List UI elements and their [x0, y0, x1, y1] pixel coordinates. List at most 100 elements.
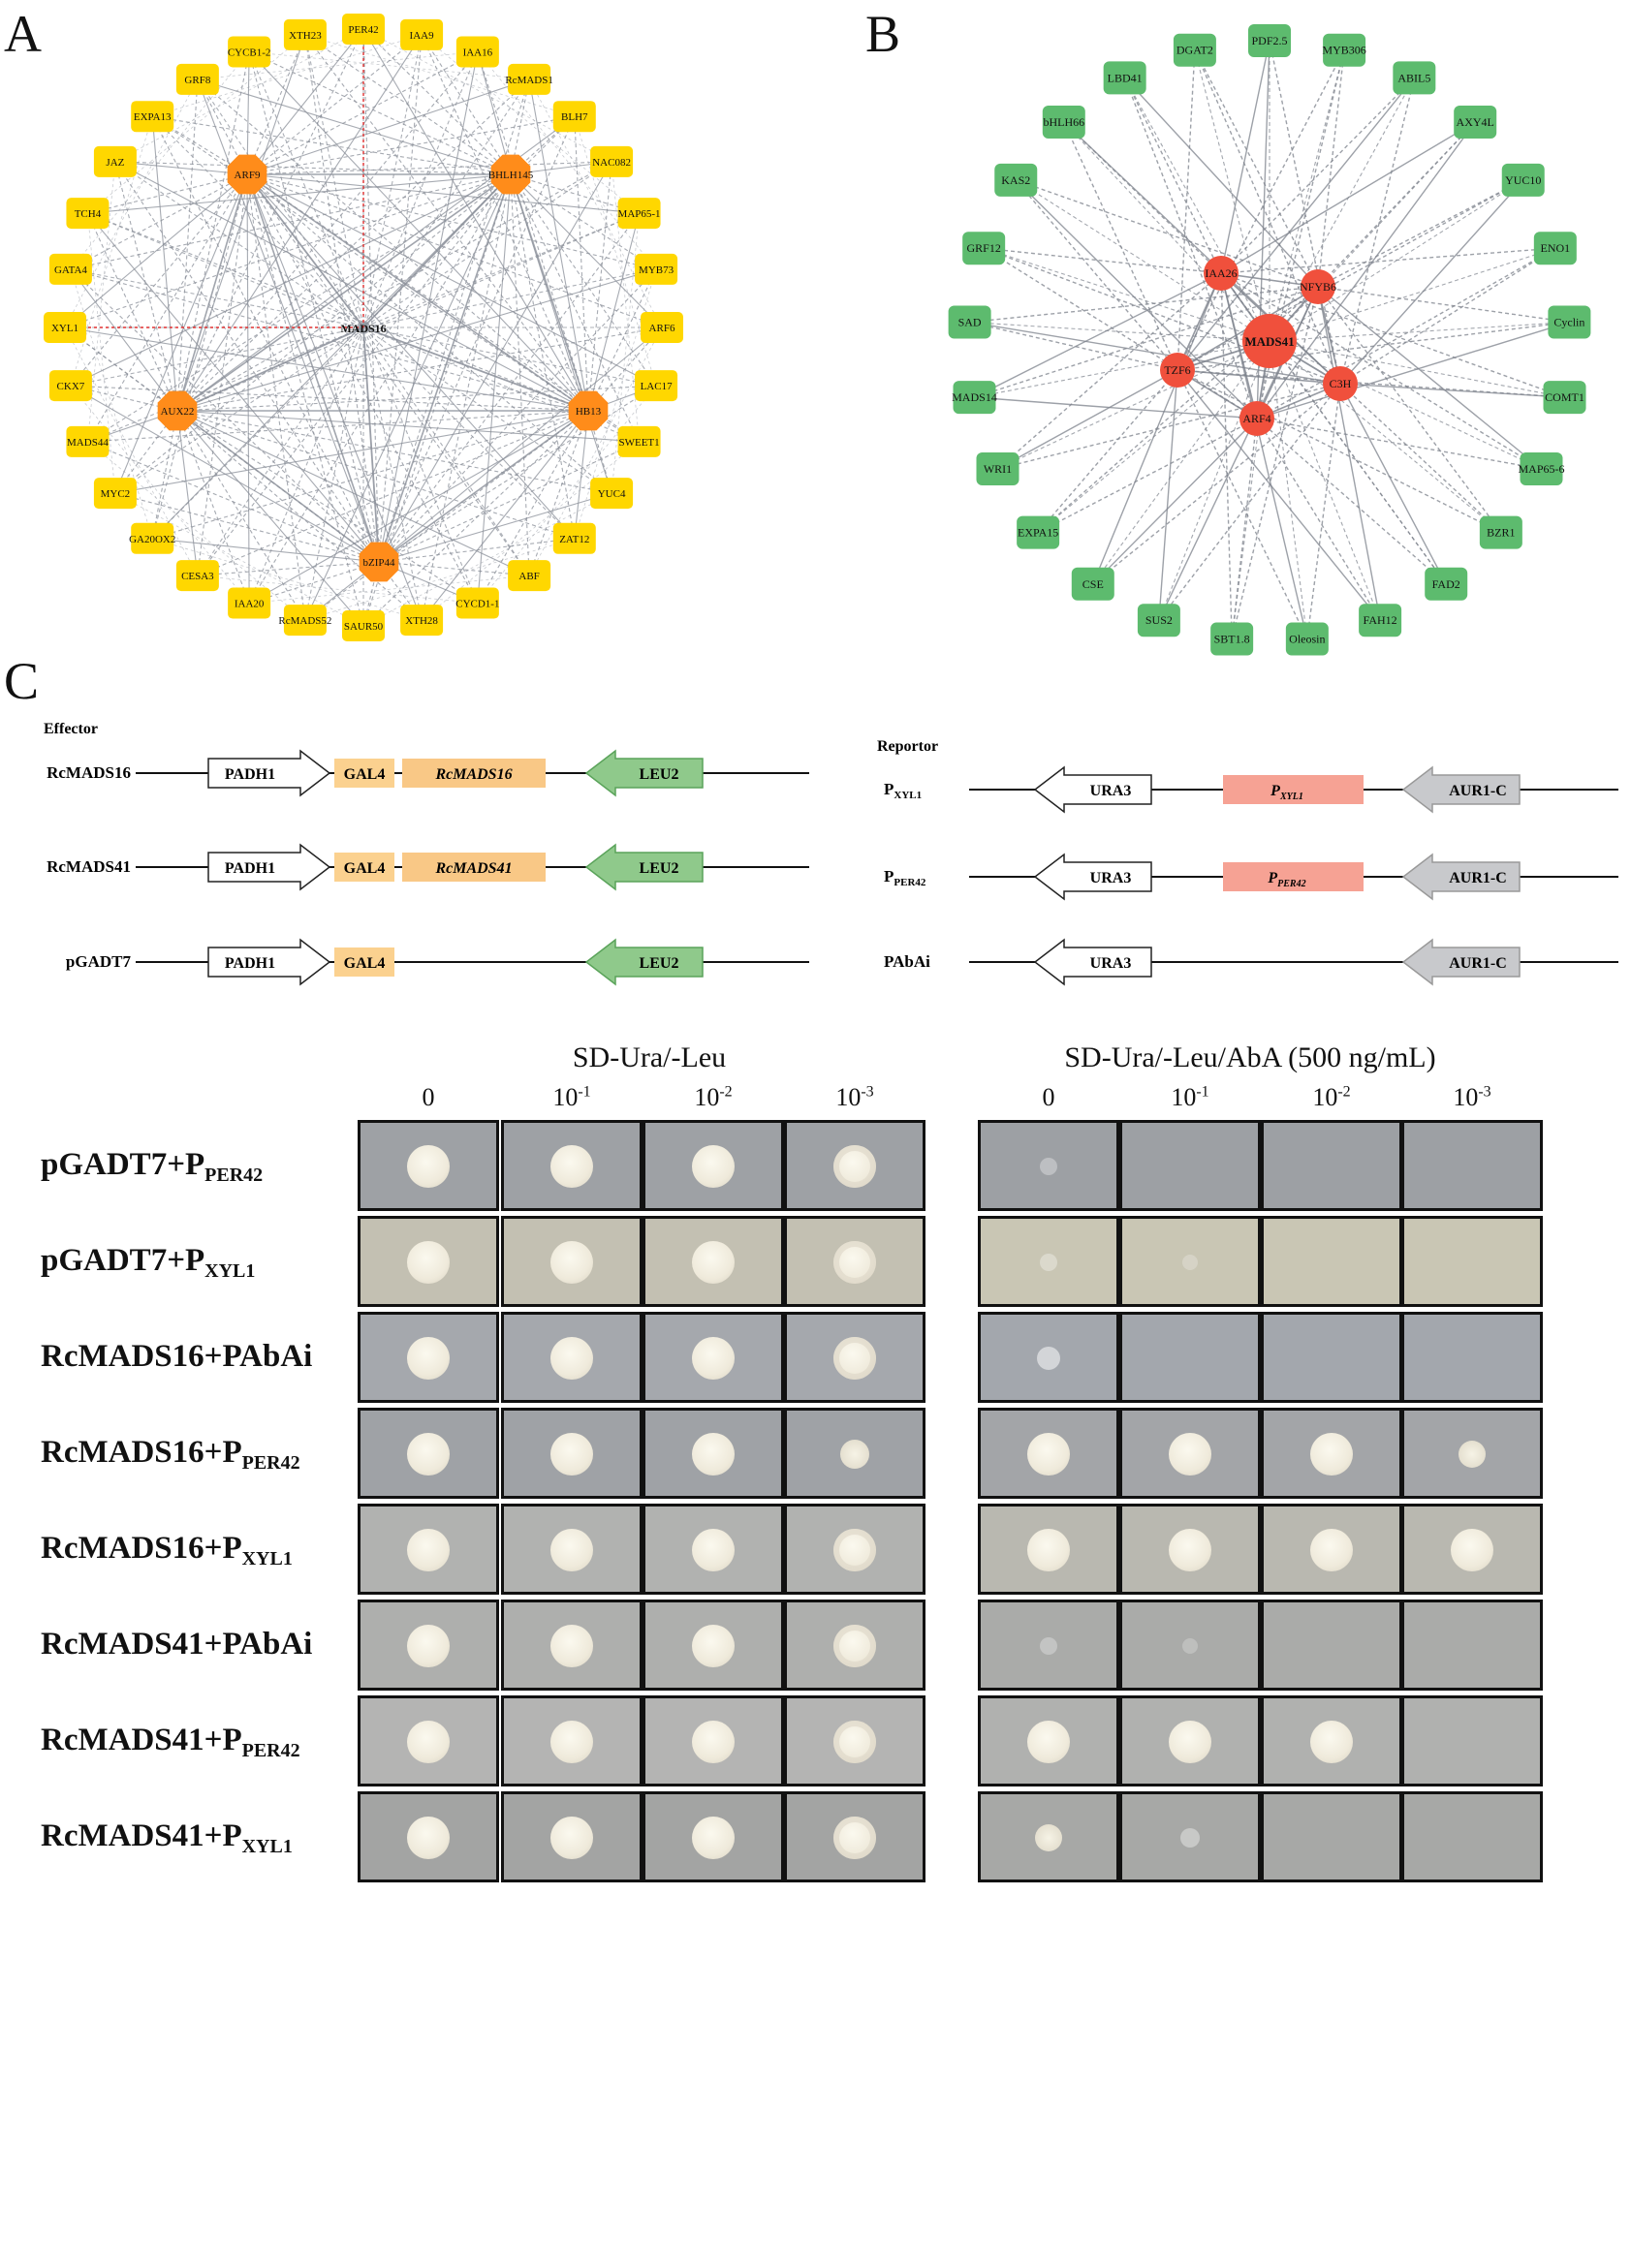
- network-edge: [246, 173, 364, 627]
- node-bhlh66: bHLH66: [1042, 106, 1085, 140]
- network-edge: [248, 410, 589, 605]
- node-label: MADS16: [340, 322, 386, 335]
- network-edge: [197, 173, 512, 576]
- yeast-colony: [692, 1145, 735, 1188]
- dilution-label: 0: [1042, 1083, 1055, 1111]
- network-edge: [246, 34, 306, 175]
- network-edge: [528, 326, 663, 576]
- network-edge: [378, 212, 640, 563]
- construct-name: PPER42: [884, 867, 926, 888]
- network-edge: [1124, 78, 1270, 342]
- node-shape: [1210, 622, 1254, 656]
- node-label: SWEET1: [618, 437, 659, 449]
- node-expa15: EXPA15: [1017, 515, 1060, 549]
- node-label: PDF2.5: [1251, 34, 1287, 47]
- network-edge: [1317, 286, 1542, 470]
- hub-node-arf9: ARF9: [227, 154, 267, 195]
- network-edge: [1037, 286, 1319, 534]
- network-edge: [1256, 418, 1447, 585]
- plate-cell: [1261, 1504, 1402, 1595]
- plate-cell: [784, 1791, 925, 1882]
- hub-edge: [246, 173, 589, 412]
- gal4-label: GAL4: [344, 955, 386, 972]
- node-label: DGAT2: [1176, 44, 1213, 57]
- node-grf8: GRF8: [175, 63, 219, 95]
- network-edge: [246, 173, 306, 621]
- node-label: MADS14: [952, 390, 997, 404]
- node-label: BLH7: [561, 111, 588, 123]
- yeast-colony: [550, 1721, 593, 1763]
- condition-label-left: SD-Ura/-Leu: [572, 1041, 727, 1073]
- network-edge: [70, 268, 589, 412]
- network-edge: [152, 538, 423, 621]
- node-iaa9: IAA9: [400, 18, 444, 50]
- node-label: TZF6: [1164, 363, 1190, 377]
- node-shape: [342, 14, 385, 45]
- network-edge: [1176, 369, 1308, 639]
- network-edge: [246, 173, 657, 387]
- network-edge: [969, 321, 1270, 342]
- hub-edge: [1176, 369, 1341, 385]
- network-edge: [248, 51, 589, 412]
- node-label: XYL1: [51, 323, 78, 334]
- node-label: KAS2: [1001, 173, 1030, 187]
- network-edge: [1317, 49, 1345, 288]
- node-label: EXPA13: [134, 111, 172, 123]
- network-edge: [1220, 272, 1542, 470]
- network-edge: [510, 173, 663, 328]
- network-edge: [1269, 78, 1415, 342]
- row-label: RcMADS16+PXYL1: [41, 1531, 293, 1569]
- plate-cell: [643, 1216, 784, 1307]
- node-shape: [228, 587, 271, 619]
- node-shape: [1359, 604, 1402, 637]
- yeast-colony: [407, 1529, 450, 1571]
- network-edge: [362, 326, 423, 621]
- plate-cell: [643, 1504, 784, 1595]
- node-fah12: FAH12: [1359, 604, 1402, 637]
- network-edge: [1220, 77, 1415, 274]
- network-edge: [983, 247, 1341, 385]
- network-edge: [974, 340, 1270, 398]
- network-edge: [1063, 121, 1178, 371]
- plate-cell: [1261, 1408, 1402, 1499]
- yeast-colony: [692, 1529, 735, 1571]
- row-label: RcMADS41+PPER42: [41, 1723, 300, 1761]
- node-shape: [590, 478, 634, 510]
- node-fad2: FAD2: [1425, 567, 1468, 601]
- network-edge: [362, 28, 589, 412]
- network-edge: [152, 538, 380, 563]
- node-expa13: EXPA13: [131, 101, 174, 133]
- network-edge: [249, 575, 530, 604]
- plate-cell: [978, 1600, 1119, 1691]
- node-shape: [617, 198, 661, 230]
- yeast-colony: [407, 1337, 450, 1380]
- ura3-label: URA3: [1090, 955, 1132, 972]
- node-label: Oleosin: [1289, 633, 1325, 646]
- network-edge: [362, 173, 512, 627]
- network-edge: [1339, 179, 1524, 385]
- plate-cell: [1401, 1312, 1543, 1403]
- network-edge: [510, 78, 530, 175]
- node-yuc10: YUC10: [1501, 163, 1545, 197]
- node-sbt1-8: SBT1.8: [1210, 622, 1254, 656]
- node-ga20ox2: GA20OX2: [129, 522, 175, 554]
- center-node-mads16: MADS16: [340, 322, 386, 335]
- marker-label: LEU2: [640, 860, 679, 877]
- network-edge: [246, 173, 576, 540]
- yeast-colony: [833, 1529, 876, 1571]
- node-iaa20: IAA20: [228, 587, 271, 619]
- node-shape: [400, 18, 444, 50]
- network-edge: [176, 268, 657, 412]
- marker-label: LEU2: [640, 955, 679, 972]
- construct-name: RcMADS41: [47, 857, 131, 876]
- yeast-colony: [550, 1241, 593, 1284]
- marker-label: LEU2: [640, 766, 679, 783]
- network-edge: [1339, 78, 1416, 385]
- network-edge: [151, 115, 248, 175]
- network-edge: [1015, 179, 1270, 342]
- promoter-label: PADH1: [225, 766, 275, 783]
- node-bzr1: BZR1: [1479, 515, 1522, 549]
- yeast-colony: [550, 1145, 593, 1188]
- yeast-colony: [692, 1721, 735, 1763]
